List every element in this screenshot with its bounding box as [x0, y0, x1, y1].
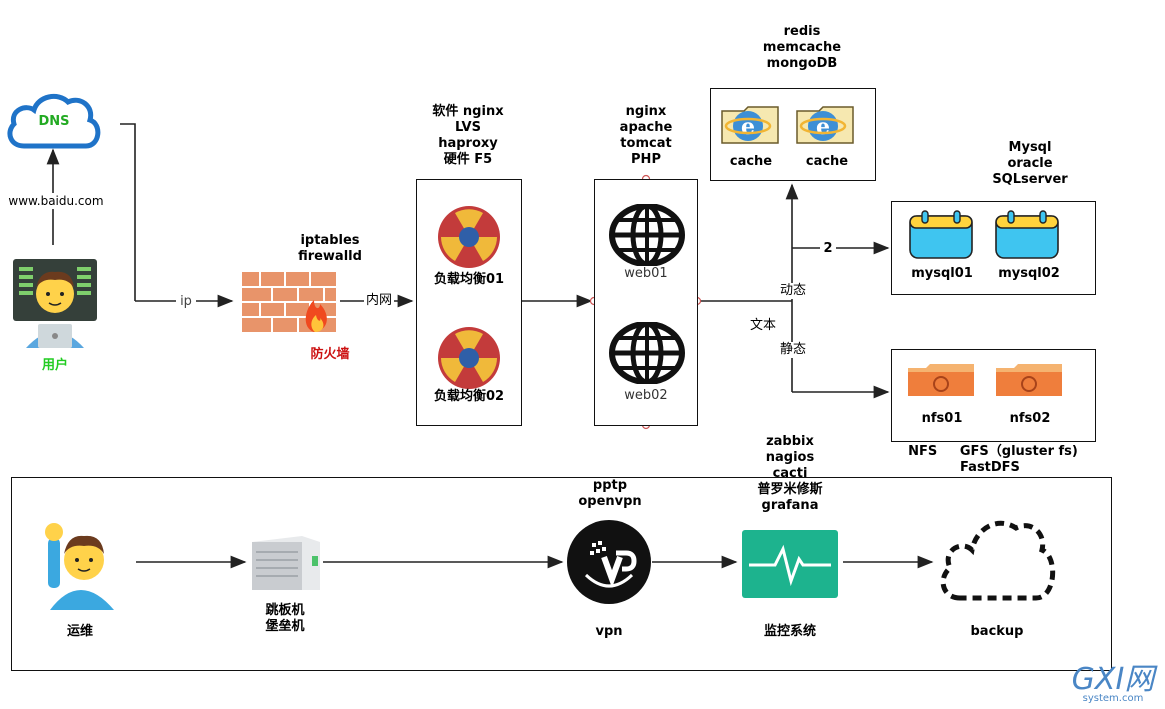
- cache-header-1: redis: [783, 24, 821, 39]
- edge-label-2: 2: [820, 241, 836, 257]
- firewall-icon: [242, 272, 336, 332]
- cache-item-1: cache: [729, 154, 773, 169]
- nfs-footer-1: NFS GFS（gluster fs): [908, 444, 1078, 459]
- lb-item-1: 负载均衡01: [433, 272, 505, 287]
- vpn-header-2: openvpn: [578, 494, 642, 509]
- lb-header-4: 硬件 F5: [443, 152, 493, 167]
- db-header-3: SQLserver: [992, 172, 1068, 187]
- web-header-2: apache: [619, 120, 673, 135]
- jump-server-node: [250, 532, 322, 592]
- nfs-item-1: nfs01: [921, 411, 963, 426]
- watermark-main: GXI网: [1071, 662, 1155, 697]
- web-header-1: nginx: [625, 104, 667, 119]
- firewall-node: [240, 270, 338, 334]
- cache-group: e cache e cache: [710, 88, 876, 181]
- db-item-1: mysql01: [911, 266, 973, 281]
- nfs-item-2: nfs02: [1009, 411, 1051, 426]
- ops-panel: [11, 477, 1112, 671]
- lb-header-3: haproxy: [438, 136, 498, 151]
- db-header-2: oracle: [1007, 156, 1053, 171]
- vpn-header-1: pptp: [592, 478, 628, 493]
- vpn-node: [566, 519, 652, 605]
- monitor-header-4: 普罗米修斯: [757, 482, 823, 497]
- vpn-label: vpn: [595, 624, 623, 639]
- raising-hand-person-icon: [45, 523, 114, 610]
- web-header-4: PHP: [631, 152, 661, 167]
- web-item-1: web01: [624, 266, 668, 281]
- url-label: www.baidu.com: [6, 193, 106, 209]
- dns-label: DNS: [38, 114, 70, 129]
- cache-header-3: mongoDB: [766, 56, 838, 71]
- dashed-cloud-icon: [940, 520, 1056, 601]
- user-label: 用户: [41, 358, 68, 373]
- database-group: mysql01 mysql02: [891, 201, 1096, 295]
- firewall-software-1: iptables: [300, 233, 360, 248]
- browser-cache-icon: e: [793, 105, 857, 149]
- watermark-sub: system.com: [1082, 693, 1144, 704]
- admin-node: [44, 518, 116, 610]
- cache-item-2: cache: [805, 154, 849, 169]
- folder-icon: [994, 362, 1064, 402]
- edge-label-ip: ip: [176, 294, 196, 310]
- lb-header-1: 软件 nginx: [432, 104, 504, 119]
- folder-icon: [906, 362, 976, 402]
- database-calendar-icon: [994, 210, 1060, 264]
- browser-cache-icon: e: [718, 105, 782, 149]
- web-item-2: web02: [624, 388, 668, 403]
- edge-label-text: 文本: [749, 318, 776, 333]
- load-balancer-icon: [437, 205, 501, 273]
- monitor-node: [741, 529, 839, 599]
- web-server-group: web01 web02: [594, 179, 698, 426]
- jump-server-label-2: 堡垒机: [265, 619, 305, 634]
- load-balancer-group: 负载均衡01 负载均衡02: [416, 179, 522, 426]
- site-watermark-logo: GXI网 system.com: [1066, 665, 1160, 707]
- cloud-icon: [7, 93, 101, 149]
- dns-node: DNS: [4, 88, 104, 154]
- web-header-3: tomcat: [620, 136, 672, 151]
- nfs-group: nfs01 nfs02: [891, 349, 1096, 442]
- user-node: [10, 256, 100, 351]
- backup-node: [934, 506, 1060, 606]
- globe-icon: [609, 203, 685, 270]
- globe-icon: [609, 321, 685, 388]
- edge-label-dynamic: 动态: [778, 283, 808, 299]
- monitor-header-1: zabbix: [766, 434, 814, 449]
- lb-item-2: 负载均衡02: [433, 389, 505, 404]
- monitor-header-2: nagios: [765, 450, 815, 465]
- backup-label: backup: [970, 624, 1024, 639]
- nfs-footer-2: FastDFS: [960, 460, 1020, 475]
- database-calendar-icon: [908, 210, 974, 264]
- pulse-monitor-icon: [742, 530, 838, 598]
- cache-header-2: memcache: [762, 40, 842, 55]
- edge-label-static: 静态: [778, 342, 808, 358]
- user-at-computer-icon: [13, 259, 97, 348]
- db-header-1: Mysql: [1008, 140, 1052, 155]
- openvpn-icon: [567, 520, 651, 604]
- firewall-software-2: firewalld: [298, 249, 362, 264]
- db-item-2: mysql02: [998, 266, 1060, 281]
- firewall-label: 防火墙: [310, 347, 350, 362]
- server-icon: [252, 536, 320, 590]
- lb-header-2: LVS: [455, 120, 481, 135]
- monitor-header-5: grafana: [761, 498, 819, 513]
- admin-label: 运维: [66, 624, 93, 639]
- load-balancer-icon: [437, 326, 501, 394]
- edge-label-intranet: 内网: [364, 293, 394, 309]
- monitor-label: 监控系统: [763, 624, 816, 639]
- jump-server-label-1: 跳板机: [265, 603, 305, 618]
- monitor-header-3: cacti: [772, 466, 808, 481]
